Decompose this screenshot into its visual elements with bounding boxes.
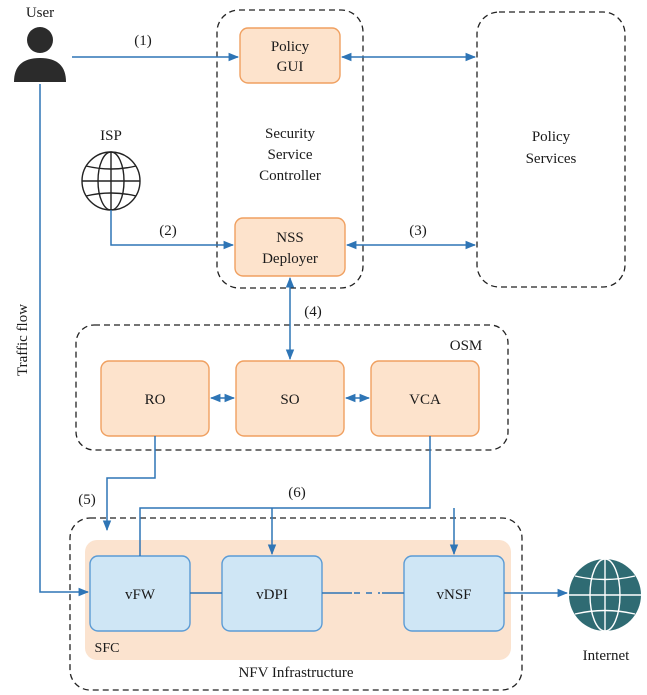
edge-label-2: (2) [159,223,177,239]
nfv-infrastructure-container [69,517,523,691]
edge-label-6: (6) [288,485,306,501]
policy-services-label-1: Policy [532,129,571,145]
nss-deployer-box [234,217,346,277]
security-controller-label-3: Controller [259,168,321,184]
so-label: SO [280,392,299,408]
edge-ro-vfw [102,436,156,532]
policy-services-container [476,11,626,288]
nfv-infrastructure-label: NFV Infrastructure [238,665,353,681]
policy-services-label-2: Services [526,151,577,167]
nss-deployer-label-1: NSS [276,230,304,246]
policy-gui-label-2: GUI [277,59,304,75]
vfw-label: vFW [125,587,156,603]
vca-label: VCA [409,392,441,408]
traffic-flow-label: Traffic flow [15,304,31,376]
edge-isp-nss [110,210,235,250]
vdpi-label: vDPI [256,587,288,603]
vnsf-label: vNSF [436,587,471,603]
edge-traffic-flow [39,84,90,597]
edge-label-1: (1) [134,33,152,49]
internet-label: Internet [583,648,630,664]
internet-globe-icon [569,558,641,632]
sfc-label: SFC [95,641,120,656]
user-label: User [26,5,54,21]
so-box [235,360,345,437]
edge-label-5: (5) [78,492,96,508]
policy-gui-box [239,27,341,84]
ro-label: RO [145,392,166,408]
nss-deployer-label-2: Deployer [262,251,318,267]
osm-label: OSM [450,338,483,354]
isp-globe-icon [81,151,141,211]
security-controller-label-1: Security [265,126,315,142]
isp-label: ISP [100,128,122,144]
user-icon [14,27,66,82]
edge-label-4: (4) [304,304,322,320]
edge-vca-sfc [139,436,431,556]
security-controller-label-2: Service [268,147,313,163]
vca-box [370,360,480,437]
edge-label-3: (3) [409,223,427,239]
policy-gui-label-1: Policy [271,39,310,55]
